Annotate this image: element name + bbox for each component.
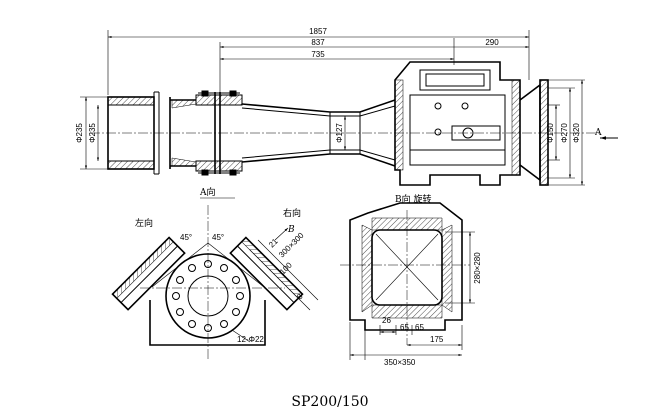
- pump-casing: [394, 61, 521, 186]
- outlet-cone: [519, 83, 541, 182]
- dim-phi235-inner: Φ235: [88, 123, 97, 143]
- dim-1857: 1857: [309, 27, 327, 36]
- view-b-title: B向 旋转: [395, 193, 431, 205]
- left-inclined-flange: [111, 236, 186, 311]
- angle-left: 45°: [180, 233, 192, 242]
- diffuser-top: [241, 99, 396, 113]
- dim-21: 21: [267, 236, 280, 249]
- dim-26: 26: [382, 316, 391, 325]
- dim-8: 8: [295, 292, 305, 302]
- left-direction-label: 左向: [135, 217, 153, 229]
- flange-bore: [187, 275, 229, 317]
- right-direction-label: 右向: [283, 207, 301, 219]
- dim-280: 280×280: [473, 252, 482, 284]
- bolted-flange: [195, 90, 243, 176]
- dim-735: 735: [311, 50, 325, 59]
- dim-837: 837: [311, 38, 325, 47]
- flange-outer: [165, 253, 251, 339]
- drawing-caption: SP200/150: [291, 394, 368, 410]
- holes-callout: 12-Φ22: [237, 335, 264, 344]
- side-view: 1857 837 290 735 Φ235 Φ235: [75, 27, 618, 186]
- view-b-marker: B: [287, 225, 295, 235]
- dim-65a: 65: [400, 323, 409, 332]
- dim-290: 290: [485, 38, 499, 47]
- view-a-marker: A: [594, 128, 602, 138]
- diffuser-bottom: [241, 153, 396, 167]
- view-a-title: A向: [199, 186, 216, 198]
- dim-phi270: Φ270: [560, 123, 569, 143]
- flange-base: [149, 300, 266, 346]
- angle-right: 45°: [212, 233, 224, 242]
- dim-phi127: Φ127: [335, 123, 344, 143]
- view-b: B向 旋转 280×280 26 65 65 175 350×350: [340, 193, 482, 367]
- dim-65b: 65: [415, 323, 424, 332]
- dim-350: 350×350: [384, 358, 416, 367]
- dim-phi235-outer: Φ235: [75, 123, 84, 143]
- bolt-holes: [172, 260, 244, 332]
- casing-outline: [349, 202, 463, 331]
- dim-175: 175: [430, 335, 444, 344]
- dim-phi150: Φ150: [546, 123, 555, 143]
- dim-phi320: Φ320: [572, 123, 581, 143]
- view-a: A向 左向 右向 45° 45°: [111, 186, 319, 360]
